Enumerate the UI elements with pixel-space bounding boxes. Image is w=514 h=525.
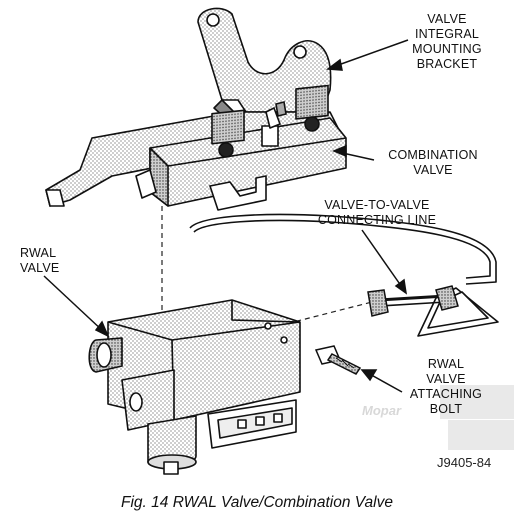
combination-valve-label: COMBINATION VALVE [388,148,478,177]
watermark-graphic [440,385,514,450]
connecting-line-label: VALVE-TO-VALVE CONNECTING LINE [317,198,437,227]
attaching-bolt-label: RWAL VALVE ATTACHING BOLT [409,357,483,416]
combination-valve [135,84,347,211]
watermark-text: Mopar [362,403,401,418]
rwal-valve-label: RWAL VALVE [20,246,60,275]
figure-code: J9405-84 [437,455,492,470]
attaching-bolt [314,345,362,375]
alignment-lines [161,206,373,329]
figure-caption: Fig. 14 RWAL Valve/Combination Valve [121,494,393,511]
leader-arrows [43,39,409,393]
bracket-label: VALVE INTEGRAL MOUNTING BRACKET [412,12,482,71]
tube-fittings [367,285,459,317]
rwal-valve [88,299,301,475]
